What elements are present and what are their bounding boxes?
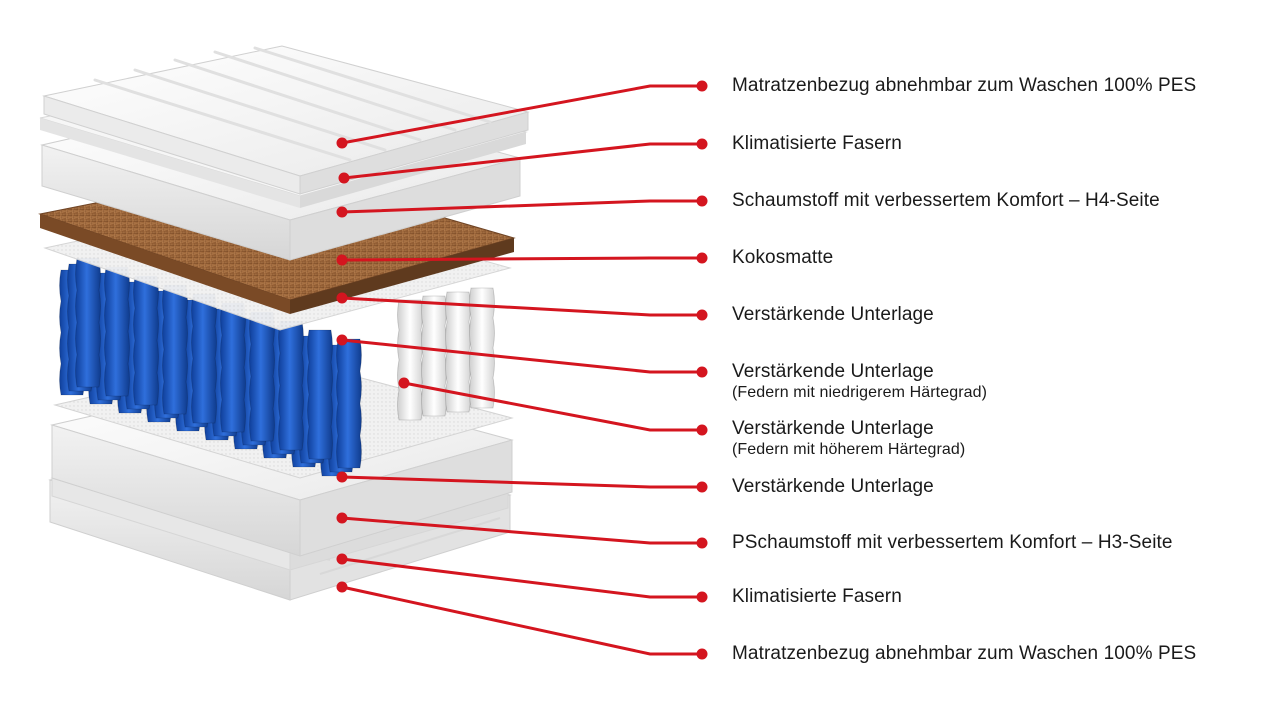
spring-white	[397, 299, 423, 421]
leader-dot	[696, 481, 708, 493]
spring-white	[469, 287, 495, 409]
leader-line	[341, 585, 702, 656]
leader-dot	[336, 292, 348, 304]
leader-dot	[336, 471, 348, 483]
layer-label-text: Klimatisierte Fasern	[732, 133, 902, 154]
leader-line	[341, 199, 702, 214]
leader-line	[341, 557, 702, 599]
leader-line	[343, 142, 702, 180]
layer-label-text: PSchaumstoff mit verbessertem Komfort – …	[732, 532, 1173, 553]
leader-dot	[696, 195, 708, 207]
leader-dot	[336, 512, 348, 524]
layer-label-text: Kokosmatte	[732, 247, 834, 268]
layer-label: Verstärkende Unterlage (Federn mit niedri…	[732, 361, 987, 402]
layer-label-subtext: (Federn mit niedrigerem Härtegrad)	[732, 384, 988, 401]
layer-label: Klimatisierte Fasern	[732, 133, 902, 155]
leader-line	[341, 475, 702, 489]
leader-dot	[696, 252, 708, 264]
spring-blue	[75, 257, 101, 388]
spring-blue	[104, 266, 130, 397]
layer-label: Verstärkende Unterlage	[732, 304, 934, 326]
leader-line	[341, 256, 702, 262]
layer-label: Schaumstoff mit verbessertem Komfort – H…	[732, 190, 1160, 212]
layer-label: Matratzenbezug abnehmbar zum Waschen 100…	[732, 643, 1196, 665]
spring-blue	[249, 311, 275, 442]
springs-soft	[59, 257, 362, 477]
spring-blue	[307, 329, 333, 460]
layer-label: Verstärkende Unterlage (Federn mit höhere…	[732, 418, 965, 459]
layer-label: Klimatisierte Fasern	[732, 586, 902, 608]
leader-dot	[336, 254, 348, 266]
layer-label-text: Matratzenbezug abnehmbar zum Waschen 100…	[732, 75, 1197, 96]
leader-dot	[696, 138, 708, 150]
spring-blue	[162, 284, 188, 415]
leader-dot	[336, 553, 348, 565]
layer-label-text: Verstärkende Unterlage	[732, 361, 934, 382]
springs-hard	[397, 287, 495, 421]
cover-top-layer	[42, 45, 530, 195]
layer-label-text: Matratzenbezug abnehmbar zum Waschen 100…	[732, 643, 1197, 664]
layer-label-text: Verstärkende Unterlage	[732, 304, 934, 325]
layer-label-subtext: (Federn mit höherem Härtegrad)	[732, 441, 966, 458]
spring-blue	[191, 293, 217, 424]
leader-dot	[336, 334, 348, 346]
layer-label: Kokosmatte	[732, 247, 833, 269]
leader-line	[341, 84, 702, 145]
spring-blue	[336, 338, 362, 469]
leader-dot	[696, 591, 708, 603]
leader-line	[403, 381, 702, 432]
layer-label-text: Verstärkende Unterlage	[732, 418, 934, 439]
leader-line	[341, 516, 702, 545]
spring-white	[421, 295, 447, 417]
leader-dot	[336, 137, 348, 149]
layer-label: PSchaumstoff mit verbessertem Komfort – …	[732, 532, 1173, 554]
spring-blue	[133, 275, 159, 406]
leader-dot	[398, 377, 410, 389]
leader-lines	[336, 80, 708, 660]
leader-dot	[696, 309, 708, 321]
leader-dot	[336, 206, 348, 218]
leader-line	[341, 296, 702, 317]
layer-label: Verstärkende Unterlage	[732, 476, 934, 498]
leader-dot	[696, 424, 708, 436]
spring-blue	[278, 320, 304, 451]
leader-dot	[696, 80, 708, 92]
layer-label: Matratzenbezug abnehmbar zum Waschen 100…	[732, 75, 1196, 97]
leader-dot	[696, 537, 708, 549]
leader-line	[341, 338, 702, 374]
leader-dot	[336, 581, 348, 593]
layer-label-text: Verstärkende Unterlage	[732, 476, 934, 497]
leader-dot	[696, 366, 708, 378]
leader-dot	[338, 172, 350, 184]
spring-blue	[220, 302, 246, 433]
layer-label-text: Schaumstoff mit verbessertem Komfort – H…	[732, 190, 1160, 211]
leader-dot	[696, 648, 708, 660]
layer-label-text: Klimatisierte Fasern	[732, 586, 902, 607]
